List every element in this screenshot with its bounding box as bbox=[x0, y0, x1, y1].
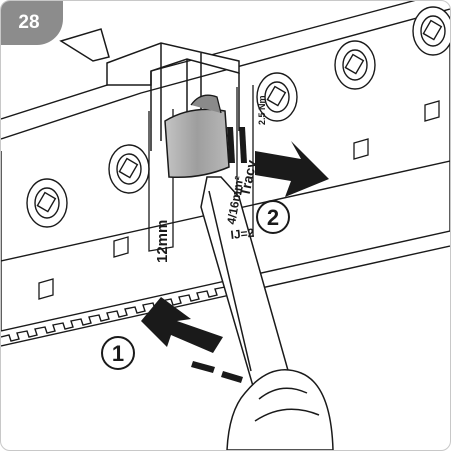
screw-hole bbox=[334, 40, 376, 90]
callout-2: 2 bbox=[256, 200, 290, 234]
screw-hole bbox=[108, 144, 150, 194]
torque-label: 2.5 Nm bbox=[257, 95, 267, 125]
terminal-windows bbox=[38, 100, 440, 300]
screw-hole bbox=[26, 178, 68, 228]
screw-hole bbox=[256, 72, 298, 122]
screw-holes bbox=[26, 6, 450, 228]
screwdriver bbox=[200, 176, 334, 450]
slide-arrow bbox=[227, 127, 329, 197]
step-number-badge: 28 bbox=[1, 1, 63, 45]
type-label: IJ=2 bbox=[230, 226, 255, 242]
strip-length-label: 12mm bbox=[154, 220, 171, 263]
jumper-bracket bbox=[59, 28, 240, 151]
push-arrow bbox=[141, 297, 243, 383]
wire-clamp bbox=[164, 94, 230, 179]
screw-hole bbox=[412, 6, 450, 56]
callout-1-number: 1 bbox=[112, 341, 124, 366]
callout-2-number: 2 bbox=[267, 205, 279, 230]
terminal-block bbox=[1, 1, 450, 347]
callout-1: 1 bbox=[101, 336, 135, 370]
brand-label: Tracy bbox=[236, 158, 259, 197]
